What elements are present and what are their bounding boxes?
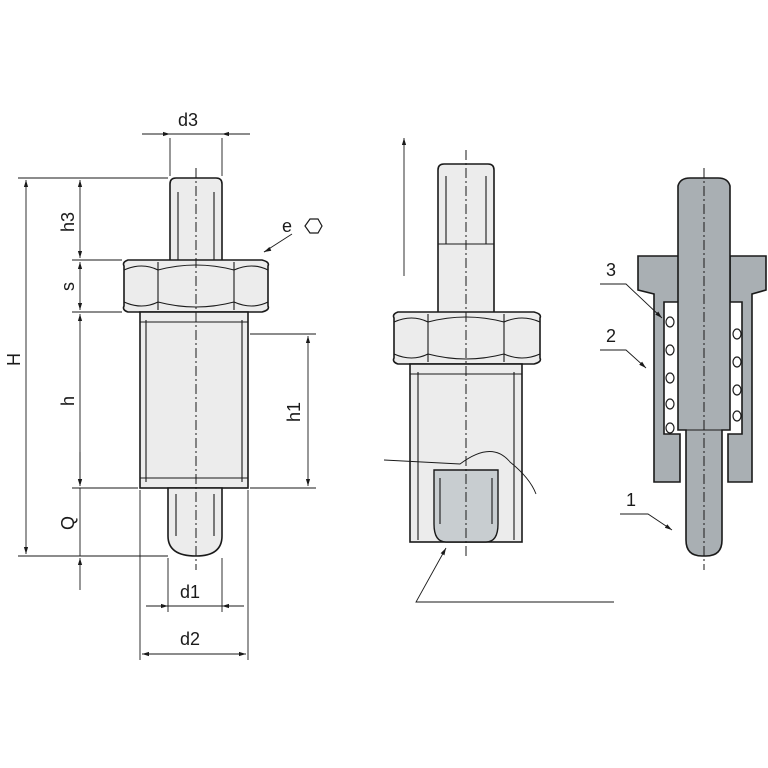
- label-h3: h3: [58, 212, 78, 232]
- label-H: H: [4, 353, 24, 366]
- top-pin: [169, 177, 223, 263]
- hexagon-symbol-icon: [304, 218, 323, 234]
- callout-3: 3: [606, 260, 616, 280]
- label-d3: d3: [178, 110, 198, 130]
- label-d1: d1: [180, 582, 200, 602]
- label-d2: d2: [180, 629, 200, 649]
- middle-view: [383, 138, 614, 603]
- spring-section: [665, 316, 742, 434]
- label-Q: Q: [58, 516, 78, 530]
- label-s: s: [58, 282, 78, 291]
- threaded-body: [139, 311, 249, 489]
- callout-1: 1: [626, 490, 636, 510]
- callout-2: 2: [606, 326, 616, 346]
- right-view: 3 2 1: [600, 168, 767, 570]
- label-e: e: [282, 216, 292, 236]
- middle-hex-nut: [392, 311, 542, 365]
- middle-top-pin: [437, 163, 495, 315]
- label-h: h: [58, 396, 78, 406]
- left-view: d3 e H h3 s h Q h1: [4, 110, 323, 660]
- label-h1: h1: [284, 402, 304, 422]
